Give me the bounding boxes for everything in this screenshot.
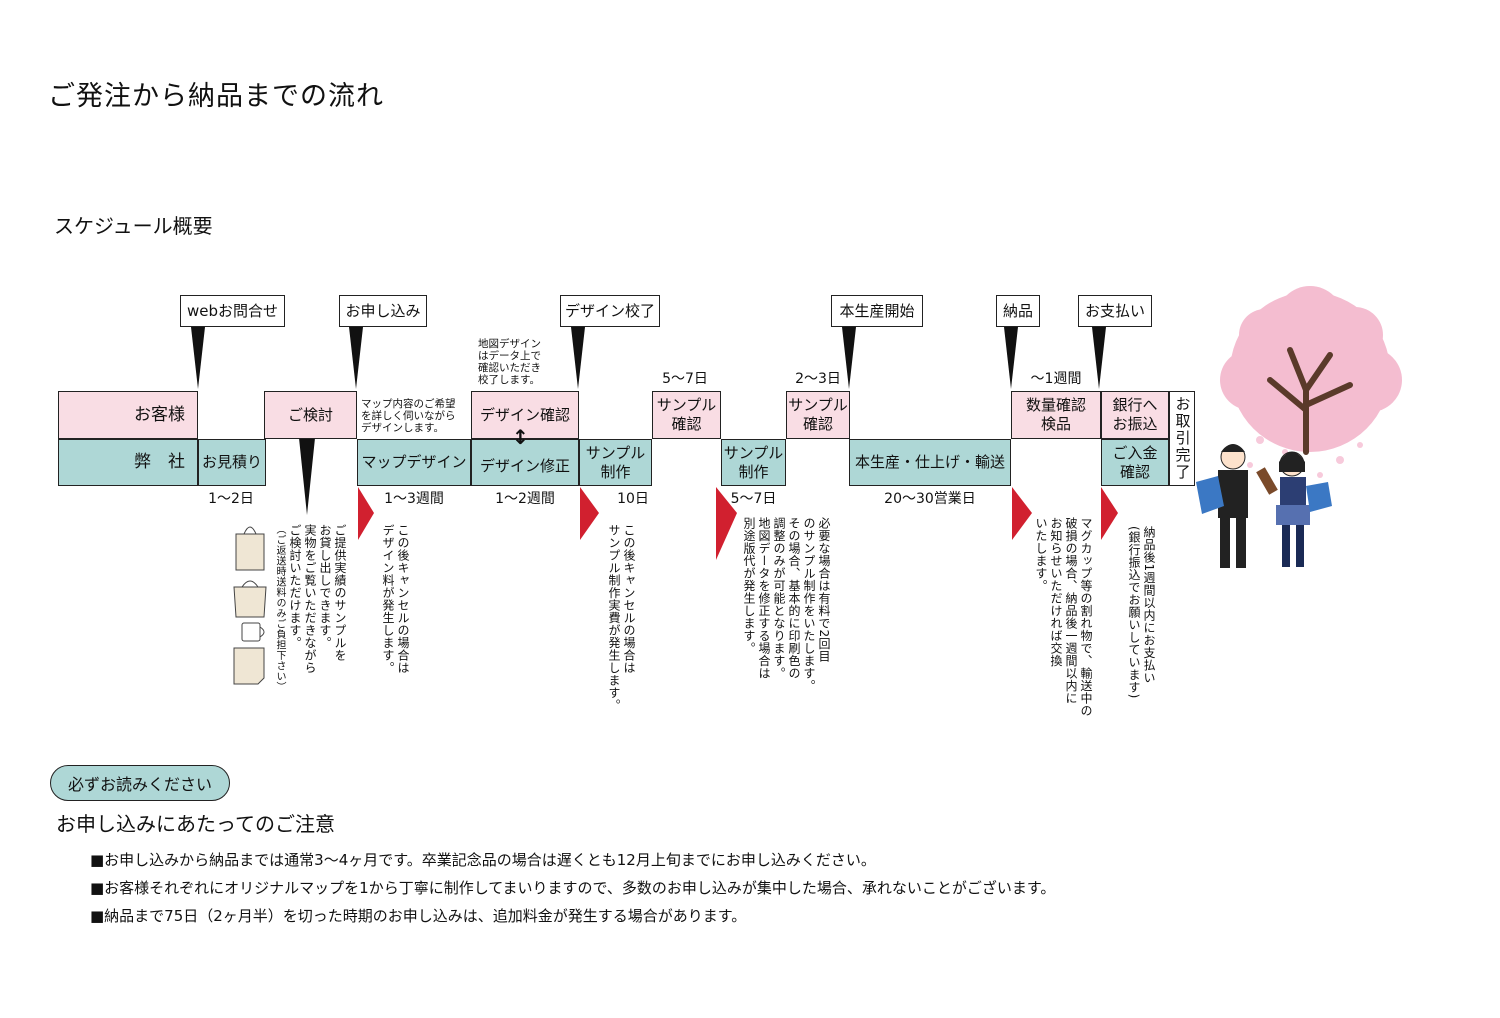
red-arrow-5 (1101, 487, 1118, 540)
pointer-delivery (1004, 327, 1018, 389)
step-payment-confirm: ご入金確認 (1101, 439, 1169, 486)
pointer-payment (1092, 327, 1106, 389)
red-arrow-3 (716, 487, 737, 560)
step-review: ご検討 (264, 391, 357, 439)
red-arrow-1 (358, 487, 374, 540)
step-map-design: マップデザイン (357, 439, 471, 486)
milestone-delivery: 納品 (996, 295, 1040, 327)
step-qty-check: 数量確認検品 (1011, 391, 1101, 439)
row-company: 弊 社 (58, 439, 198, 486)
notice-badge: 必ずお読みください (50, 765, 230, 801)
design-proof-note: 地図デザイン はデータ上で 確認いただき 校了します。 (478, 338, 541, 386)
duration-sample-confirm-1: 5～7日 (662, 371, 708, 387)
duration-estimate: 1～2日 (208, 491, 254, 507)
step-sample-make-2: サンプル制作 (721, 439, 786, 486)
row-customer-label: お客様 (134, 404, 185, 425)
duration-sample-make-1: 10日 (617, 491, 649, 507)
milestone-web-inquiry: webお問合せ (180, 295, 285, 327)
row-customer: お客様 (58, 391, 198, 439)
note-second-sample: 必要な場合は有料で2回目 のサンプル制作をいたします。 その場合、基本的に印刷色… (742, 517, 831, 692)
duration-sample-make-2: 5～7日 (730, 491, 777, 507)
sample-products-icon (233, 526, 267, 685)
page-title: ご発注から納品までの流れ (48, 81, 384, 112)
milestone-payment: お支払い (1078, 295, 1152, 327)
duration-qty-check: ～1週間 (1030, 371, 1082, 387)
up-down-arrow-icon: ↕ (512, 425, 529, 449)
pointer-web-inquiry (191, 327, 205, 389)
map-hearing-note: マップ内容のご希望 を詳しく伺いながら デザインします。 (361, 398, 456, 434)
step-design-confirm: デザイン確認 (471, 391, 579, 439)
note-cancel-design: この後キャンセルの場合は デザイン料が発生します。 (381, 524, 410, 674)
pointer-application (349, 327, 363, 389)
notice-line-3: ■納品まで75日（2ヶ月半）を切った時期のお申し込みは、追加料金が発生する場合が… (90, 907, 747, 925)
step-design-fix: デザイン修正 (471, 439, 579, 486)
pointer-production-start (842, 327, 856, 389)
step-complete: お取引完了 (1169, 391, 1195, 486)
row-company-label: 弊 社 (134, 452, 185, 472)
notice-title: お申し込みにあたってのご注意 (56, 812, 335, 836)
red-arrow-2 (580, 487, 599, 540)
step-sample-confirm-1: サンプル確認 (652, 391, 721, 439)
pointer-design-final (571, 327, 585, 389)
notice-line-1: ■お申し込みから納品までは通常3～4ヶ月です。卒業記念品の場合は遅くとも12月上… (90, 851, 876, 869)
cherry-tree-illustration (1220, 286, 1402, 478)
step-estimate: お見積り (198, 439, 266, 486)
milestone-design-final: デザイン校了 (560, 295, 660, 327)
step-bank-transfer: 銀行へお振込 (1101, 391, 1169, 439)
note-payment-term: 納品後1週間以内にお支払い (銀行振込でお願いしています) (1127, 526, 1156, 699)
note-cancel-sample: この後キャンセルの場合は サンプル制作実費が発生します。 (607, 524, 636, 712)
step-sample-make-1: サンプル制作 (579, 439, 652, 486)
step-sample-confirm-2: サンプル確認 (786, 391, 850, 439)
students-illustration (1196, 444, 1332, 568)
milestone-production-start: 本生産開始 (831, 295, 923, 327)
step-mass-production: 本生産・仕上げ・輸送 (849, 439, 1011, 486)
duration-mass-production: 20～30営業日 (884, 491, 976, 507)
pointer-review (299, 438, 315, 515)
schedule-subtitle: スケジュール概要 (54, 214, 213, 238)
duration-sample-confirm-2: 2～3日 (795, 371, 841, 387)
duration-design-fix: 1～2週間 (495, 491, 555, 507)
notice-line-2: ■お客様それぞれにオリジナルマップを1から丁寧に制作してまいりますので、多数のお… (90, 879, 1056, 897)
duration-map-design: 1～3週間 (384, 491, 444, 507)
note-sample-lend: ご提供実績のサンプルを お貸し出しできます。 実物をご覧いただきながら ご検討い… (274, 524, 347, 692)
red-arrow-4 (1012, 487, 1032, 540)
note-breakage: マグカップ等の割れ物で、輸送中の 破損の場合、納品後一週間以内に お知らせいただ… (1034, 517, 1093, 717)
milestone-application: お申し込み (339, 295, 427, 327)
step-complete-label: お取引完了 (1173, 396, 1192, 481)
